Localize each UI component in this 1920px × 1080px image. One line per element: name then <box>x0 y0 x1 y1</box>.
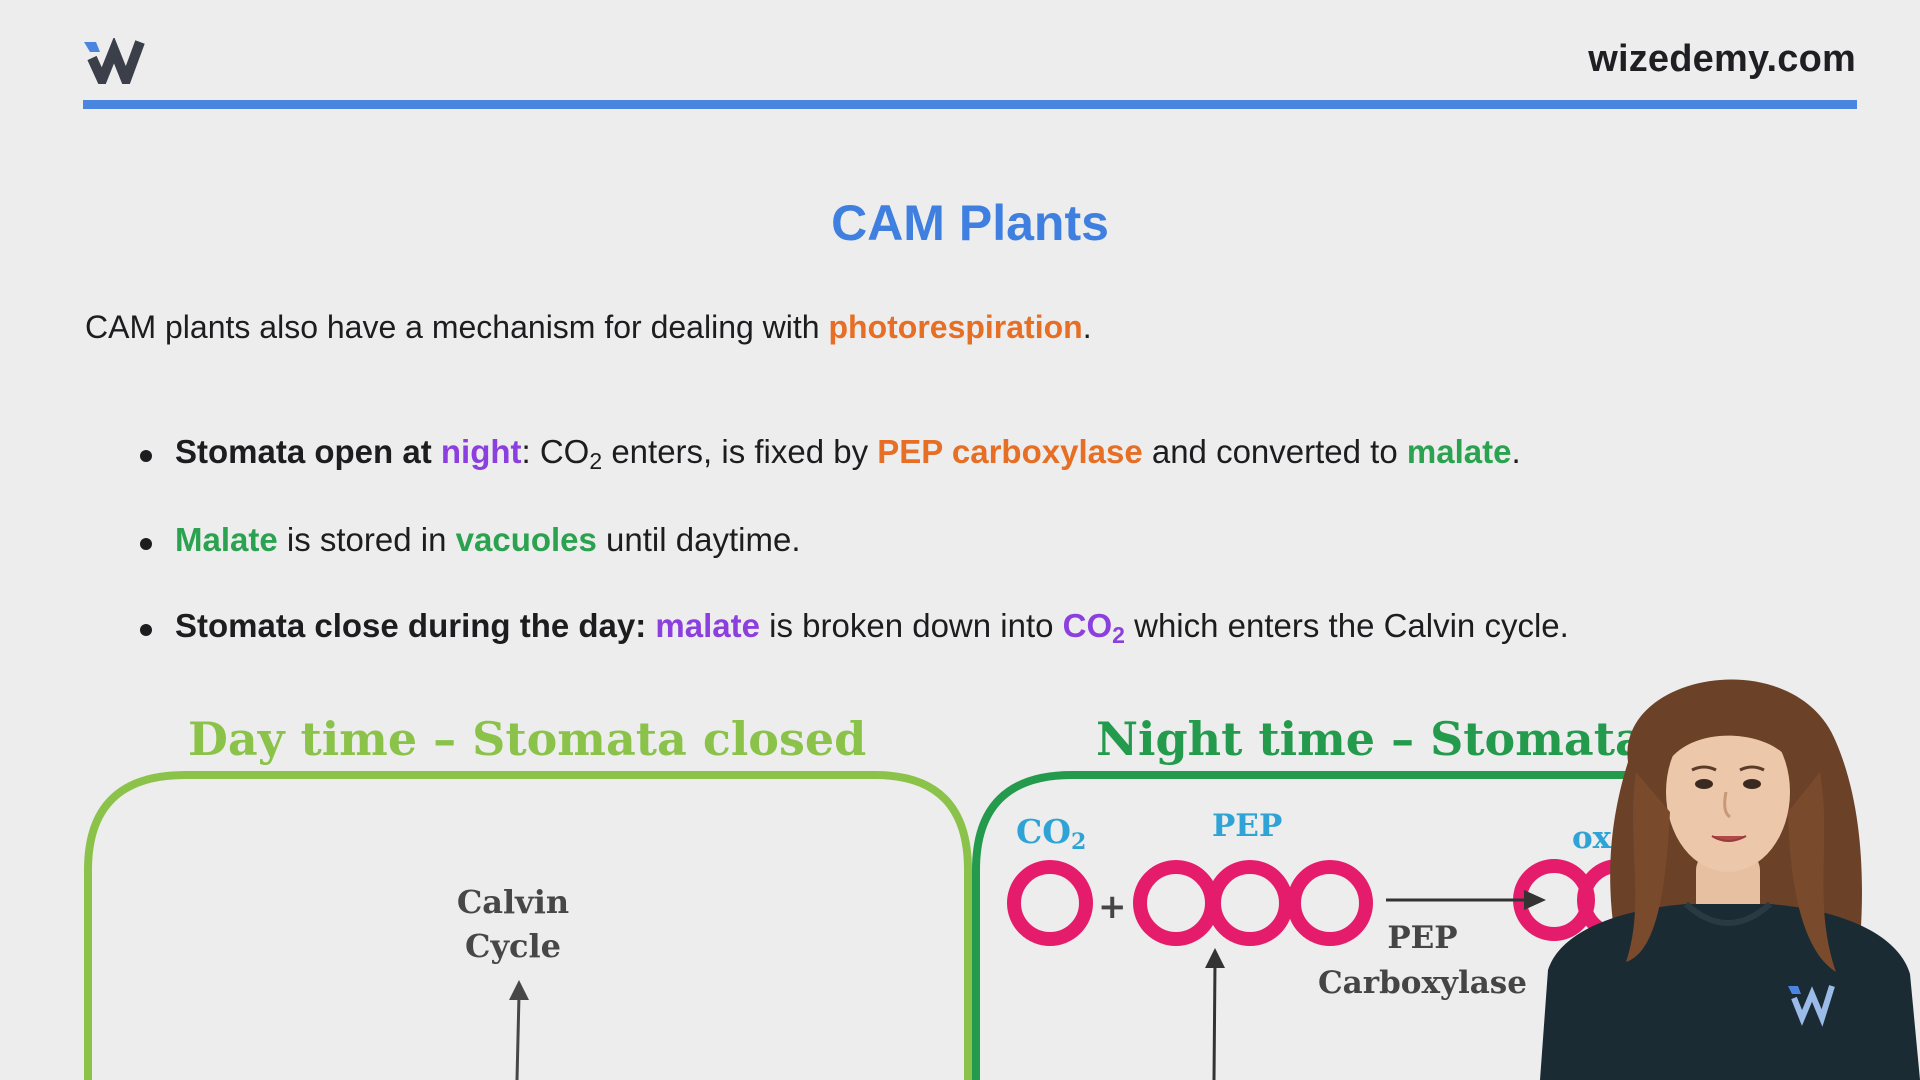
intro-text-main: CAM plants also have a mechanism for dea… <box>85 309 829 345</box>
site-name[interactable]: wizedemy.com <box>1588 38 1856 80</box>
bullet-vacuoles: vacuoles <box>455 521 597 558</box>
plus-sign: + <box>1098 887 1127 927</box>
day-panel-border <box>84 771 972 1080</box>
pep-carboxylase-label: PEP Carboxylase <box>1318 916 1527 1006</box>
bullet-mid: enters, is fixed by <box>602 433 878 470</box>
page-title: CAM Plants <box>831 195 1109 251</box>
pep-input-arrow <box>1205 948 1225 1080</box>
bullet-co2-purple: CO <box>1062 607 1113 644</box>
co2-label: CO2 <box>1016 812 1086 853</box>
bullet-lead: Stomata open at <box>175 433 441 470</box>
pep-carbon-3 <box>1287 860 1373 946</box>
bullet-stomata-night: Stomata open at night: CO2 enters, is fi… <box>140 433 1521 474</box>
presenter-hair-front <box>1626 772 1836 972</box>
wizedemy-logo-icon[interactable] <box>82 38 146 84</box>
bullet-mid2: and converted to <box>1142 433 1407 470</box>
bullet-malate: malate <box>1406 433 1512 470</box>
bullet-malate-lead: Malate <box>175 521 278 558</box>
co2-molecule <box>1007 860 1093 946</box>
bullet-end: until daytime. <box>596 521 801 558</box>
reaction-arrow <box>1386 890 1546 910</box>
calvin-line-2: Cycle <box>464 927 562 965</box>
day-time-title: Day time – Stomata closed <box>188 712 867 766</box>
bullet-malate-stored: Malate is stored in vacuoles until dayti… <box>139 521 801 559</box>
intro-highlight-photorespiration: photorespiration <box>828 309 1083 345</box>
header-divider <box>83 100 1857 109</box>
pepc-line-2: Carboxylase <box>1318 965 1527 1001</box>
bullet-co2: : CO <box>521 433 590 470</box>
pepc-line-1: PEP <box>1387 920 1458 956</box>
bullet-end: which enters the Calvin cycle. <box>1124 607 1569 644</box>
bullet-lead: Stomata close during the day: <box>175 607 647 644</box>
night-time-title: Night time – Stomata c <box>1096 712 1689 766</box>
presenter-shirt <box>1540 901 1920 1080</box>
pep-carbon-1 <box>1133 860 1219 946</box>
presenter-video <box>1540 679 1920 1080</box>
bullet-pep-carboxylase: PEP carboxylase <box>877 433 1143 470</box>
bullet-co2-subscript: 2 <box>589 448 603 474</box>
presenter-face <box>1666 709 1790 872</box>
intro-text: CAM plants also have a mechanism for dea… <box>85 309 1092 346</box>
bullet-malate-purple: malate <box>655 607 760 644</box>
pep-label: PEP <box>1212 808 1283 844</box>
calvin-cycle-label: Calvin Cycle <box>440 880 586 968</box>
bullet-co2-subscript: 2 <box>1112 622 1125 648</box>
bullet-mid: is broken down into <box>759 607 1063 644</box>
pep-carbon-2 <box>1207 860 1293 946</box>
calvin-line-1: Calvin <box>456 883 570 921</box>
bullet-end: . <box>1511 433 1521 470</box>
bullet-night: night <box>440 433 522 470</box>
co2-label-text: CO <box>1016 812 1072 851</box>
bullet-mid: is stored in <box>277 521 456 558</box>
intro-end: . <box>1082 309 1092 345</box>
presenter-shirt-logo-icon <box>1788 985 1835 1027</box>
co2-label-subscript: 2 <box>1071 829 1087 855</box>
bullet-stomata-day: Stomata close during the day: malate is … <box>140 607 1569 648</box>
calvin-arrow <box>509 980 529 1080</box>
